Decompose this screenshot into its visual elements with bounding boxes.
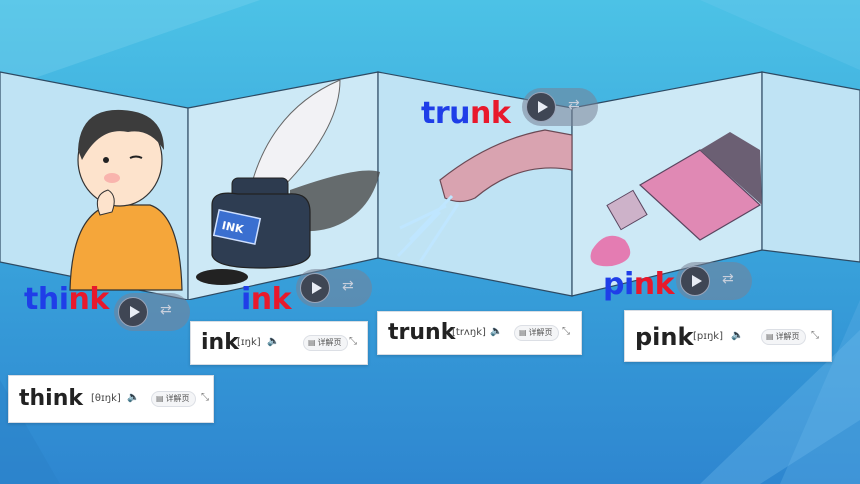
word-pink: pink — [603, 267, 675, 302]
word-pink-suffix: nk — [633, 267, 675, 302]
card-phonetic: [θɪŋk] — [91, 393, 121, 404]
expand-icon[interactable]: ⤡ — [349, 336, 357, 347]
word-think: think — [24, 285, 109, 315]
card-word: think — [19, 386, 84, 411]
swap-icon[interactable]: ⇄ — [568, 97, 580, 113]
play-button-pink[interactable]: ⇄ — [676, 262, 752, 300]
word-trunk: trunk — [421, 96, 511, 131]
expand-icon[interactable]: ⤡ — [562, 326, 570, 337]
word-ink-prefix: i — [241, 282, 251, 317]
thinking-boy-illustration — [69, 109, 183, 291]
word-card-pink: pink [pɪŋk] 🔈 ▤详解页 ⤡ — [624, 310, 832, 362]
play-button-ink[interactable]: ⇄ — [296, 269, 372, 307]
detail-page-button[interactable]: ▤详解页 — [761, 329, 806, 345]
detail-page-label: 详解页 — [165, 394, 190, 403]
speaker-icon[interactable]: 🔈 — [731, 330, 744, 341]
detail-page-label: 详解页 — [775, 332, 800, 341]
speaker-icon[interactable]: 🔈 — [267, 336, 280, 347]
card-word: trunk — [388, 320, 456, 345]
expand-icon[interactable]: ⤡ — [201, 392, 209, 403]
ink-bottle-label: INK — [221, 219, 246, 236]
detail-page-button[interactable]: ▤详解页 — [303, 335, 348, 351]
play-button-think[interactable]: ⇄ — [114, 293, 190, 331]
pink-paint-tube-illustration — [590, 132, 762, 267]
play-icon[interactable] — [680, 266, 710, 296]
word-ink-suffix: nk — [250, 282, 292, 317]
card-phonetic: [trʌŋk] — [452, 327, 486, 338]
word-think-suffix: nk — [68, 282, 109, 317]
swap-icon[interactable]: ⇄ — [722, 271, 734, 287]
card-word: pink — [635, 323, 694, 351]
detail-page-label: 详解页 — [528, 328, 553, 337]
word-pink-prefix: pi — [603, 267, 634, 302]
speaker-icon[interactable]: 🔈 — [490, 326, 503, 337]
word-trunk-suffix: nk — [470, 96, 511, 131]
document-icon: ▤ — [766, 332, 774, 341]
word-trunk-prefix: tru — [421, 96, 471, 131]
expand-icon[interactable]: ⤡ — [811, 330, 819, 341]
detail-page-button[interactable]: ▤详解页 — [151, 391, 196, 407]
document-icon: ▤ — [156, 394, 164, 403]
card-phonetic: [ɪŋk] — [237, 337, 261, 348]
swap-icon[interactable]: ⇄ — [160, 302, 172, 318]
folded-picture-panels: INK — [0, 71, 860, 300]
ink-bottle-illustration: INK — [196, 79, 380, 285]
card-phonetic: [pɪŋk] — [693, 331, 723, 342]
elephant-trunk-illustration — [396, 129, 573, 263]
document-icon: ▤ — [308, 338, 316, 347]
play-button-trunk[interactable]: ⇄ — [522, 88, 598, 126]
play-icon[interactable] — [526, 92, 556, 122]
detail-page-button[interactable]: ▤详解页 — [514, 325, 559, 341]
word-think-prefix: thi — [24, 282, 69, 317]
word-card-trunk: trunk [trʌŋk] 🔈 ▤详解页 ⤡ — [377, 311, 582, 355]
word-card-ink: ink [ɪŋk] 🔈 ▤详解页 ⤡ — [190, 321, 368, 365]
word-card-think: think [θɪŋk] 🔈 ▤详解页 ⤡ — [8, 375, 214, 423]
swap-icon[interactable]: ⇄ — [342, 278, 354, 294]
document-icon: ▤ — [519, 328, 527, 337]
card-word: ink — [201, 330, 239, 355]
play-icon[interactable] — [118, 297, 148, 327]
word-ink: ink — [241, 282, 292, 317]
speaker-icon[interactable]: 🔈 — [127, 392, 140, 403]
detail-page-label: 详解页 — [317, 338, 342, 347]
play-icon[interactable] — [300, 273, 330, 303]
